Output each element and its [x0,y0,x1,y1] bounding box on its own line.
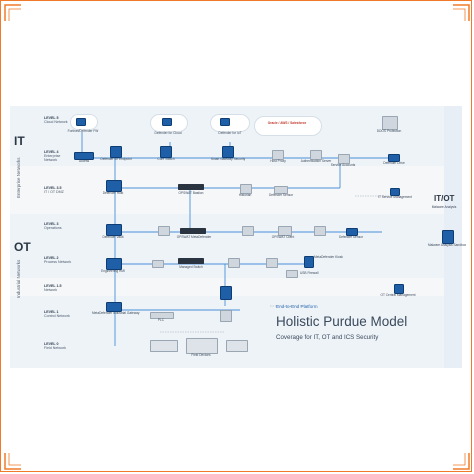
node-caption: Engineering HMI [101,269,125,273]
cloud-apps-node [254,116,322,136]
it-label: IT [14,134,25,148]
corner-ornament [453,453,470,470]
node-caption: Fortinet/Defender FW [67,129,99,133]
sensor-device [274,186,288,194]
node-caption: Defender for IoT [218,131,242,135]
node-caption: Defender Sensor [338,235,364,239]
historian-device [240,184,252,194]
l15-device [220,286,232,300]
diagram-subtitle: Coverage for IT, OT and ICS Security [276,334,379,341]
corner-ornament [453,4,470,21]
client-device [278,226,292,236]
usb-device [286,270,298,278]
l2-device [228,258,240,268]
field-device [186,338,218,354]
firewall-icon [74,152,94,160]
node-caption: OPSWAT Client [271,235,295,239]
corner-ornament [4,453,21,470]
node-caption: Authentication Server [300,159,332,163]
ddos-device [382,116,398,130]
node-caption: Field Devices [191,353,211,357]
ops-device [242,226,254,236]
malware-analysis-label: Malware Analysis [431,205,457,209]
svc-device [338,154,350,164]
diagram-title: Holistic Purdue Model [276,314,408,329]
sandbox-icon [442,230,454,244]
drive-icon [388,154,400,162]
corner-ornament [4,4,21,21]
node-caption: Defender for Cloud [154,131,182,135]
node-caption: OPSWAT MetaDefender [176,235,212,239]
ot-mgmt-icon [394,284,404,294]
node-caption: Service Accounts [330,163,356,167]
band-dmz [10,166,462,214]
node-caption: DDOS Protection [376,129,402,133]
node-caption: MetaDefender Industrial Gateway [92,311,140,315]
node-caption: PLC [157,318,165,322]
node-caption: OPSWAT Bastion [178,191,204,195]
vault-icon [106,224,122,236]
metadefender-device [180,228,206,234]
cloud-icon [76,118,86,126]
node-caption: Defender for Endpoint [100,157,132,161]
node-caption: Malware Analysis Sandbox [428,243,467,247]
node-caption: MetaDefender Kiosk [314,255,343,259]
l2-device [266,258,278,268]
plc-device [150,312,174,319]
sensor-icon [346,228,358,236]
node-caption: Defender Vault [102,235,124,239]
ot-label: OT [14,240,31,254]
ops-device [314,226,326,236]
kiosk-icon [304,256,314,268]
cloud-node [210,114,250,132]
node-caption: Defender Sensor [268,193,294,197]
title-eyebrow: End-to-End Platform [276,304,318,309]
cloud-icon [220,118,230,126]
field-device [150,340,178,352]
purdue-diagram: IT Enterprise Networks OT Industrial Net… [10,106,467,368]
node-caption: USB Firewall [300,271,319,275]
gateway-icon [106,302,122,312]
switch-device [178,258,204,264]
node-caption: Historian [238,193,252,197]
node-caption: IT Service Management [378,195,412,199]
it-ot-label: IT/OT [434,194,455,203]
dmz-host-icon [106,180,122,192]
server-icon [110,146,122,158]
proxy-device [272,150,284,160]
node-caption: Oracle / AWS / Salesforce [267,121,307,125]
auth-device [310,150,322,160]
server-icon [160,146,172,158]
cloud-icon [162,118,172,126]
node-caption: Host Proxy [270,159,286,163]
bastion-device [178,184,204,190]
server-icon [222,146,234,158]
ops-device [158,226,170,236]
node-caption: OT Central Management [380,293,416,297]
node-caption: Smart Gateway Security [210,157,246,161]
field-device [226,340,248,352]
band-l15 [10,278,462,296]
node-caption: Core Switch [157,157,175,161]
node-caption: Managed Switch [179,265,203,269]
hmi-icon [106,258,122,270]
node-caption: Access [78,159,90,163]
it-mgmt-icon [390,188,400,196]
node-caption: Defender Host [102,191,124,195]
l2-device [152,260,164,268]
node-caption: Defender Drive [383,161,405,165]
l1-device [220,310,232,322]
